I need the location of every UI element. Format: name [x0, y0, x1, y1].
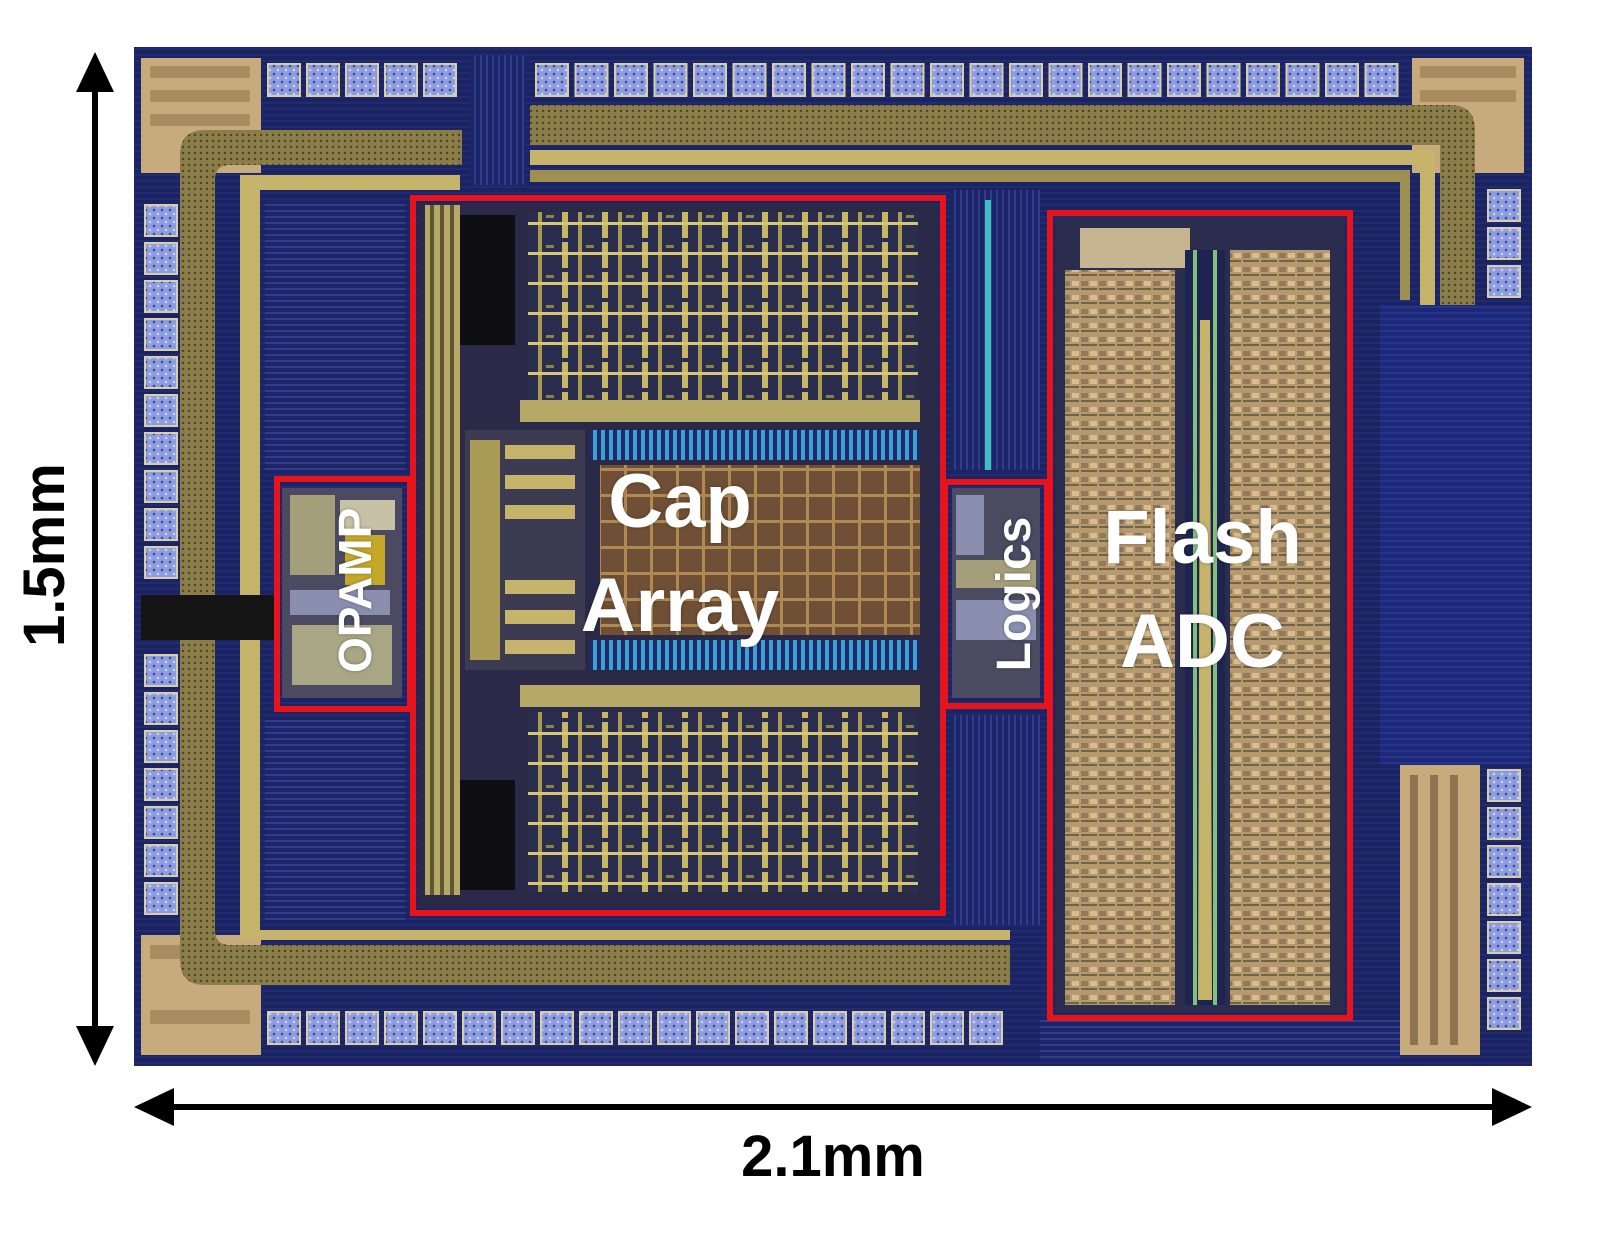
bond-pad [772, 63, 806, 97]
bond-pad [144, 508, 178, 541]
bond-pad [1487, 189, 1521, 222]
bond-pad [384, 1011, 418, 1045]
bond-pad [1487, 265, 1521, 298]
bond-pad [540, 1011, 574, 1045]
bond-pad [930, 63, 964, 97]
bond-pad [144, 768, 178, 801]
bond-pad [1487, 959, 1521, 992]
bond-pad [1487, 845, 1521, 878]
bond-pad [1487, 921, 1521, 954]
bond-pad [1285, 63, 1320, 97]
bond-pad [462, 1011, 496, 1045]
left-wiring [141, 55, 525, 920]
width-dimension-arrow [134, 1088, 1532, 1126]
bond-pad [144, 546, 178, 579]
bond-pad [1167, 63, 1201, 97]
bond-pad [535, 63, 569, 97]
highlight-boxes [274, 195, 1353, 1021]
opamp-circuit [282, 488, 402, 698]
bond-pad [1009, 63, 1043, 97]
opamp-label: OPAMP [329, 507, 381, 673]
bond-pad [1325, 63, 1359, 97]
bond-pad [574, 63, 609, 97]
bond-pad [693, 63, 727, 97]
bond-pad [144, 844, 178, 877]
guard-rings [180, 105, 1475, 985]
bond-pad [144, 806, 178, 839]
bond-pad [1246, 63, 1280, 97]
bond-pad [423, 63, 457, 97]
bond-pad [653, 63, 688, 97]
bond-pads [144, 63, 1521, 1045]
bond-pad [696, 1011, 730, 1045]
width-dimension-label: 2.1mm [741, 1124, 925, 1189]
bond-pad [267, 1011, 301, 1045]
flash-adc-label-line2: ADC [1120, 599, 1285, 684]
bond-pad [144, 654, 178, 687]
bond-pad [144, 470, 178, 503]
cap-array-label-line1: Cap [608, 459, 752, 544]
bond-pad [345, 1011, 379, 1045]
bond-pad [1487, 807, 1521, 840]
bond-pad [1487, 227, 1521, 260]
corner-structures [141, 58, 1524, 1055]
bond-pad [1206, 63, 1241, 97]
bond-pad [657, 1011, 691, 1045]
bond-pad [811, 63, 846, 97]
bond-pad [732, 63, 767, 97]
height-dimension-arrow [76, 52, 114, 1066]
cap-array-circuit [418, 203, 938, 908]
bond-pad [384, 63, 418, 97]
bond-pad [930, 1011, 964, 1045]
bond-pad [1487, 883, 1521, 916]
bond-pad [614, 63, 648, 97]
bond-pad [1048, 63, 1083, 97]
bond-pad [144, 204, 178, 237]
bond-pad [501, 1011, 535, 1045]
bond-pad [1088, 63, 1122, 97]
bond-pad [774, 1011, 808, 1045]
bond-pad [144, 242, 178, 275]
bond-pad [852, 1011, 886, 1045]
bond-pad [345, 63, 379, 97]
bond-pad [144, 318, 178, 351]
bond-pad [144, 692, 178, 725]
flash-adc-box [1047, 210, 1353, 1021]
cap-array-label-line2: Array [580, 563, 780, 648]
bond-pad [144, 882, 178, 915]
bond-pad [618, 1011, 652, 1045]
bond-pad [1127, 63, 1162, 97]
logics-label: Logics [988, 516, 1041, 672]
flash-adc-circuit [1055, 218, 1345, 1013]
bond-pad [579, 1011, 613, 1045]
bond-pad [1364, 63, 1399, 97]
bond-pad [144, 356, 178, 389]
logics-circuit [950, 190, 1040, 925]
bond-pad [735, 1011, 769, 1045]
bond-pad [144, 394, 178, 427]
bond-pad [306, 1011, 340, 1045]
bond-pad [1487, 769, 1521, 802]
bond-pad [813, 1011, 847, 1045]
height-dimension-label: 1.5mm [12, 463, 77, 647]
right-channel [1040, 305, 1530, 1060]
bond-pad [1487, 997, 1521, 1030]
bond-pad [267, 63, 301, 97]
flash-adc-label-line1: Flash [1103, 495, 1302, 580]
bond-pad [969, 63, 1004, 97]
bond-pad [891, 1011, 925, 1045]
bond-pad [144, 432, 178, 465]
bond-pad [144, 280, 178, 313]
bond-pad [851, 63, 885, 97]
bond-pad [144, 730, 178, 763]
bond-pad [423, 1011, 457, 1045]
bond-pad [969, 1011, 1003, 1045]
bond-pad [306, 63, 340, 97]
bond-pad [890, 63, 925, 97]
